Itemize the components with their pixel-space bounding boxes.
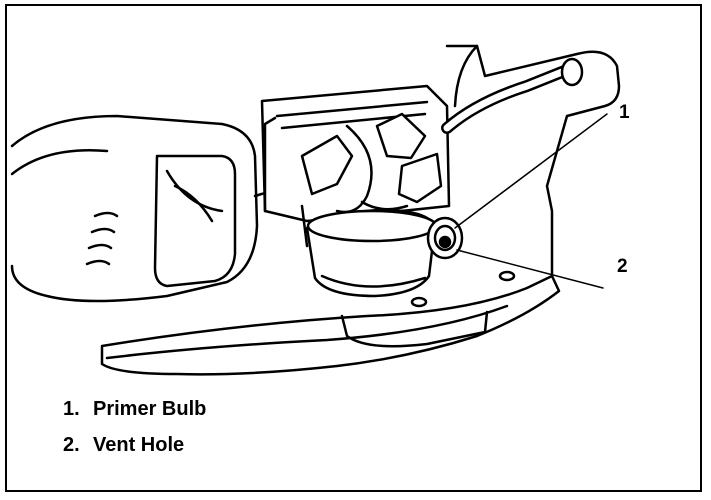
legend-label: Primer Bulb [93, 398, 207, 420]
legend-label: Vent Hole [93, 434, 185, 456]
figure-frame: 1 2 1. Primer Bulb 2. Vent Hole [5, 4, 702, 492]
legend-number: 2. [63, 434, 80, 456]
callout-2: 2 [617, 256, 628, 277]
legend-item-vent-hole: 2. Vent Hole [63, 427, 206, 463]
carburetor-illustration [10, 44, 621, 376]
legend-list: 1. Primer Bulb 2. Vent Hole [63, 391, 206, 463]
legend-item-primer-bulb: 1. Primer Bulb [63, 391, 206, 427]
callout-1: 1 [619, 102, 630, 123]
legend-number: 1. [63, 398, 80, 420]
